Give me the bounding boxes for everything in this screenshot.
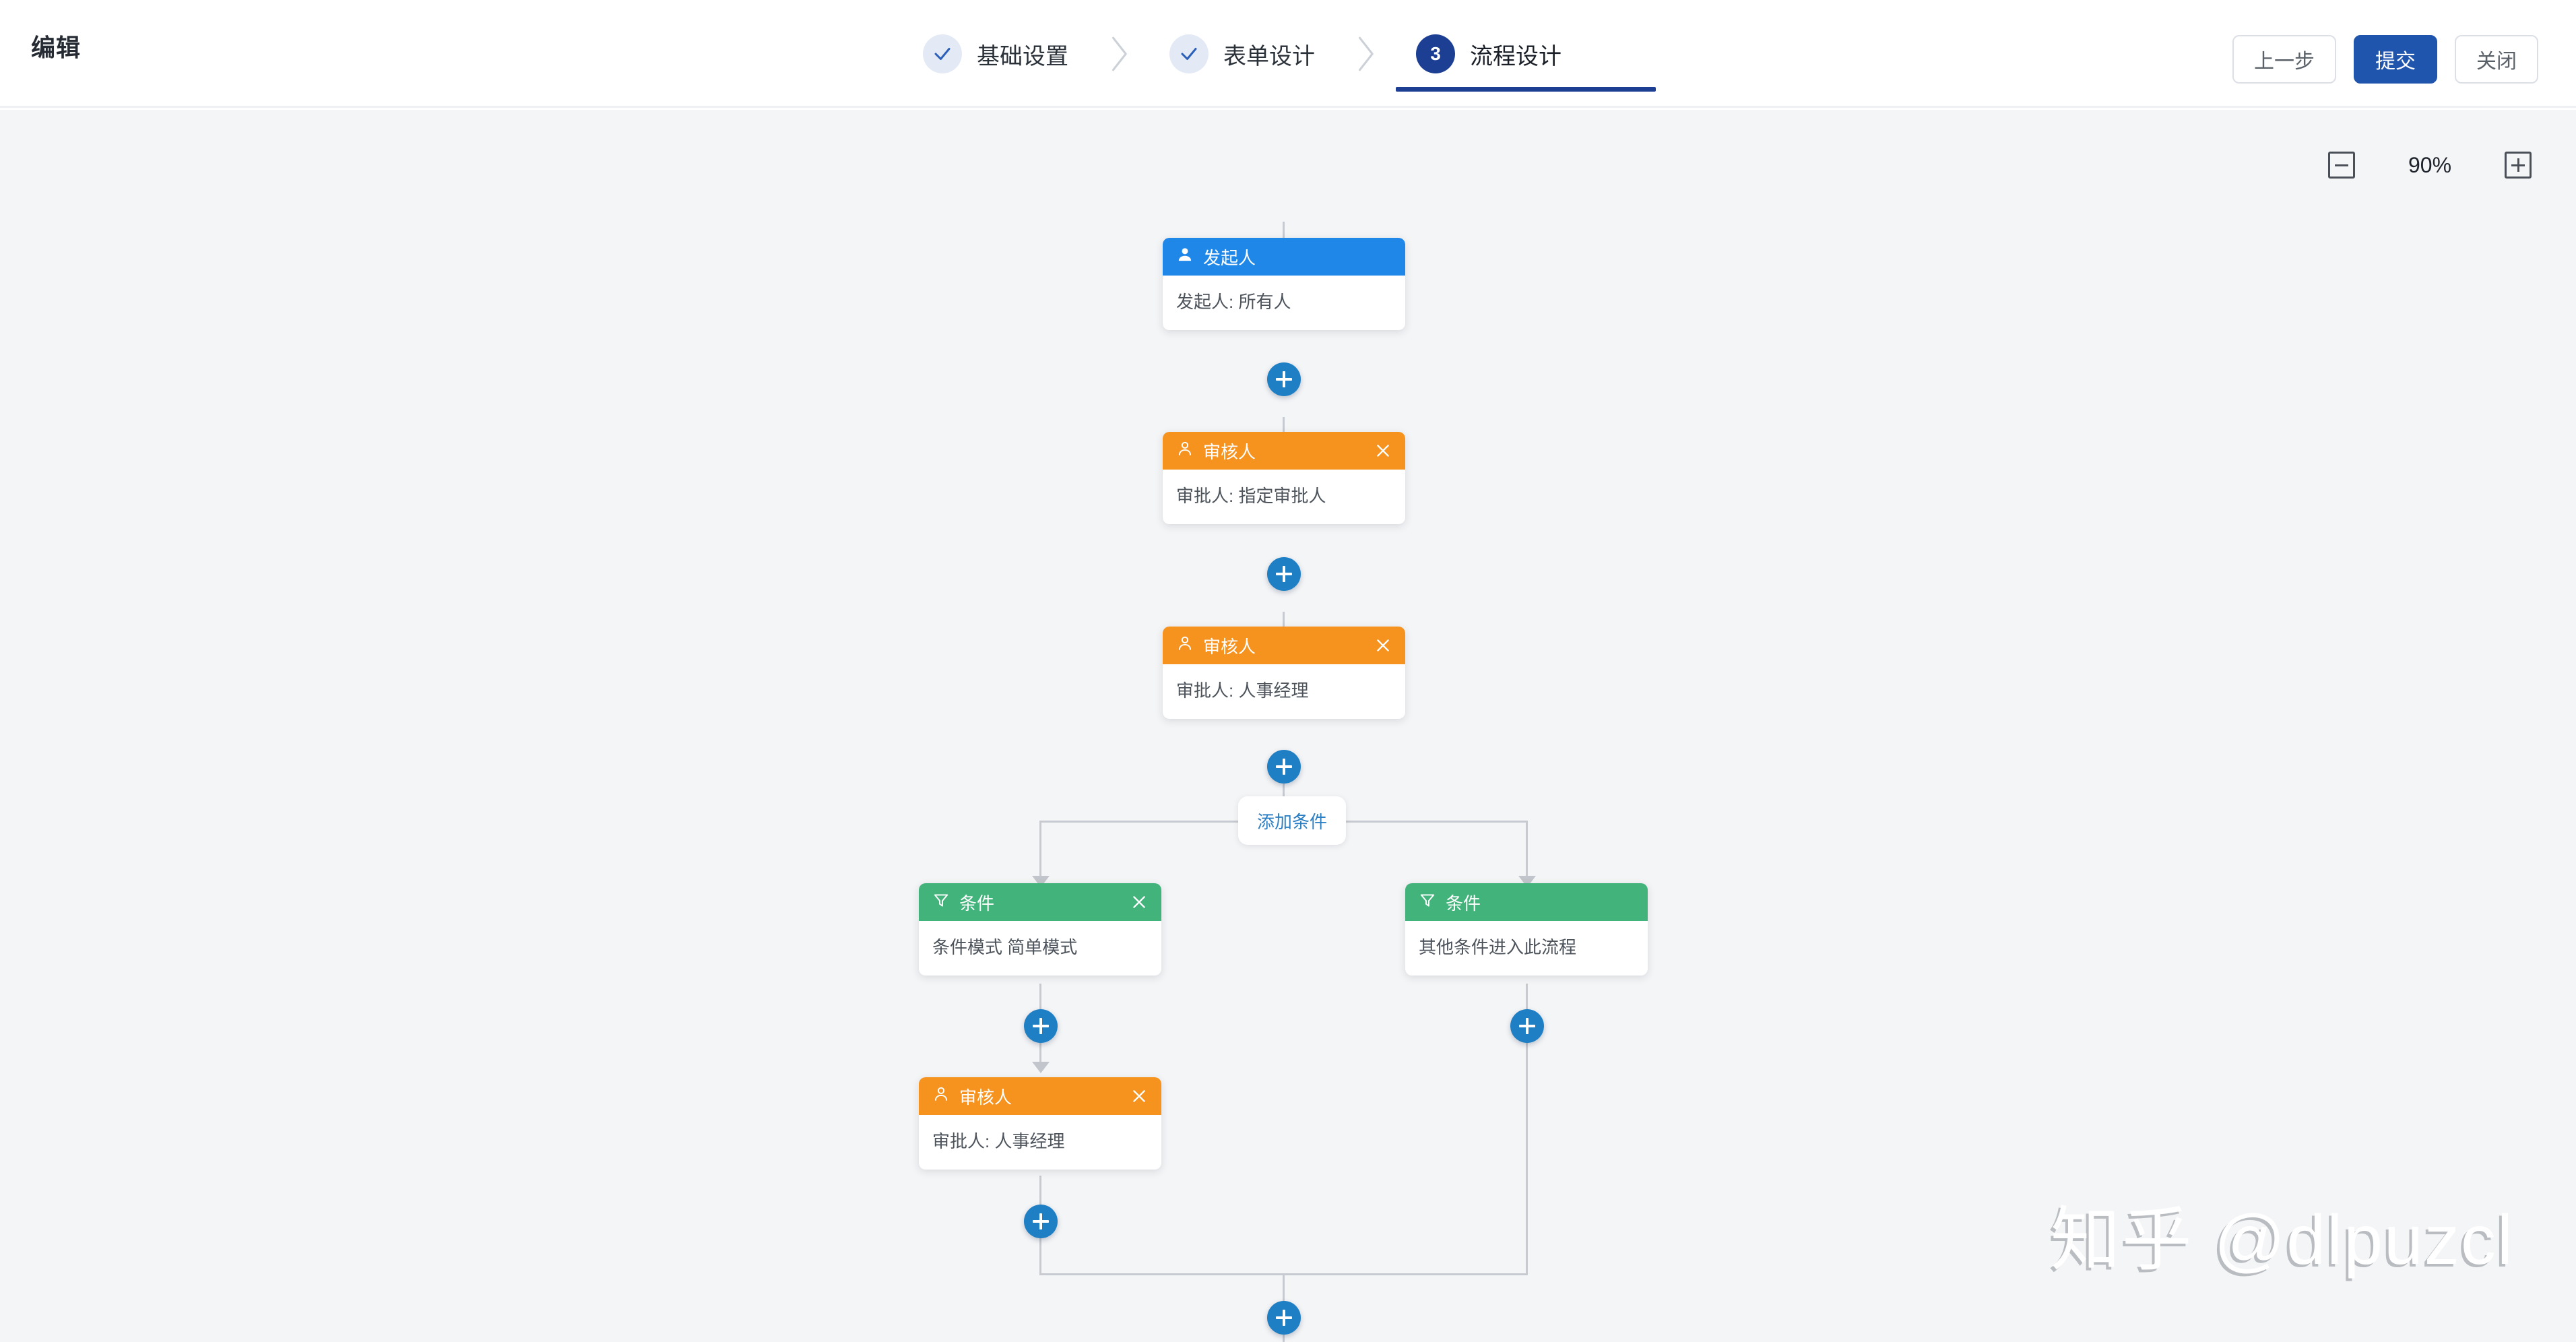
node-title: 审核人 <box>1203 636 1256 657</box>
node-body: 条件模式 简单模式 <box>932 937 1078 957</box>
app-header: 编辑 基础设置 表单设计 3 流程设 <box>0 0 2576 108</box>
page-title: 编辑 <box>31 34 82 61</box>
flow-stage: 添加条件 流程结束 <box>0 110 2576 1342</box>
connector-end-stub <box>1283 1335 1285 1342</box>
step-indicator: 基础设置 表单设计 3 流程设计 <box>923 0 1656 108</box>
node-approver-1[interactable]: 审核人 审批人: 指定审批人 <box>1163 432 1405 525</box>
add-node-button-2[interactable] <box>1267 557 1301 591</box>
node-title: 审核人 <box>1203 441 1256 462</box>
chevron-right-icon <box>1068 31 1169 77</box>
step-label: 流程设计 <box>1470 43 1561 69</box>
flow-canvas[interactable]: 添加条件 流程结束 <box>0 110 2576 1342</box>
node-header: 发起人 <box>1163 238 1405 276</box>
node-start[interactable]: 发起人 发起人: 所有人 <box>1163 238 1405 331</box>
connector-condright-to-merge <box>1526 984 1528 1273</box>
node-body: 审批人: 人事经理 <box>1176 680 1309 701</box>
node-body: 审批人: 指定审批人 <box>1176 486 1326 506</box>
node-title: 条件 <box>1446 893 1481 914</box>
check-icon <box>923 34 962 73</box>
node-body: 发起人: 所有人 <box>1176 292 1291 312</box>
add-node-button-left-1[interactable] <box>1024 1009 1058 1043</box>
step-number-badge: 3 <box>1416 34 1455 73</box>
node-title: 发起人 <box>1203 247 1256 268</box>
user-outline-icon <box>932 1085 950 1108</box>
arrow-icon <box>1032 1062 1050 1073</box>
submit-button[interactable]: 提交 <box>2354 35 2437 84</box>
add-branch-button[interactable] <box>1267 750 1301 784</box>
header-actions: 上一步 提交 关闭 <box>2232 35 2538 84</box>
branch-right-drop <box>1526 821 1528 883</box>
node-body: 审批人: 人事经理 <box>932 1131 1065 1151</box>
add-node-button-right-1[interactable] <box>1510 1009 1544 1043</box>
close-icon[interactable] <box>1372 634 1394 657</box>
node-header: 审核人 <box>1163 627 1405 664</box>
node-condition-right[interactable]: 条件 其他条件进入此流程 <box>1405 883 1648 976</box>
step-form-design[interactable]: 表单设计 <box>1169 0 1315 108</box>
zoom-controls: 90% <box>2328 152 2532 179</box>
node-header: 条件 <box>1405 883 1648 921</box>
user-filled-icon <box>1176 246 1194 268</box>
node-body: 其他条件进入此流程 <box>1419 937 1577 957</box>
filter-icon <box>932 891 950 914</box>
node-approver-3[interactable]: 审核人 审批人: 人事经理 <box>919 1077 1161 1170</box>
check-icon <box>1169 34 1209 73</box>
user-outline-icon <box>1176 440 1194 462</box>
plus-square-icon[interactable] <box>2505 152 2532 179</box>
close-icon[interactable] <box>1372 439 1394 462</box>
add-node-button-left-2[interactable] <box>1024 1205 1058 1238</box>
close-icon[interactable] <box>1128 891 1151 914</box>
step-basic-settings[interactable]: 基础设置 <box>923 0 1068 108</box>
node-header: 条件 <box>919 883 1161 921</box>
step-label: 表单设计 <box>1223 43 1315 69</box>
filter-icon <box>1419 891 1436 914</box>
step-label: 基础设置 <box>977 43 1068 69</box>
add-node-button-1[interactable] <box>1267 362 1301 396</box>
minus-square-icon[interactable] <box>2328 152 2355 179</box>
branch-left-drop <box>1039 821 1041 883</box>
node-header: 审核人 <box>1163 432 1405 470</box>
node-condition-left[interactable]: 条件 条件模式 简单模式 <box>919 883 1161 976</box>
node-title: 条件 <box>959 893 995 914</box>
node-title: 审核人 <box>959 1087 1012 1108</box>
prev-step-button[interactable]: 上一步 <box>2232 35 2336 84</box>
user-outline-icon <box>1176 635 1194 657</box>
chevron-right-icon <box>1315 31 1416 77</box>
close-button[interactable]: 关闭 <box>2455 35 2538 84</box>
add-condition-button[interactable]: 添加条件 <box>1238 796 1347 845</box>
node-approver-2[interactable]: 审核人 审批人: 人事经理 <box>1163 627 1405 720</box>
connector-merge-to-end <box>1283 1273 1285 1319</box>
node-header: 审核人 <box>919 1077 1161 1115</box>
add-node-button-end[interactable] <box>1267 1301 1301 1335</box>
zoom-level-label: 90% <box>2408 152 2452 177</box>
close-icon[interactable] <box>1128 1085 1151 1108</box>
step-process-design[interactable]: 3 流程设计 <box>1396 0 1656 108</box>
